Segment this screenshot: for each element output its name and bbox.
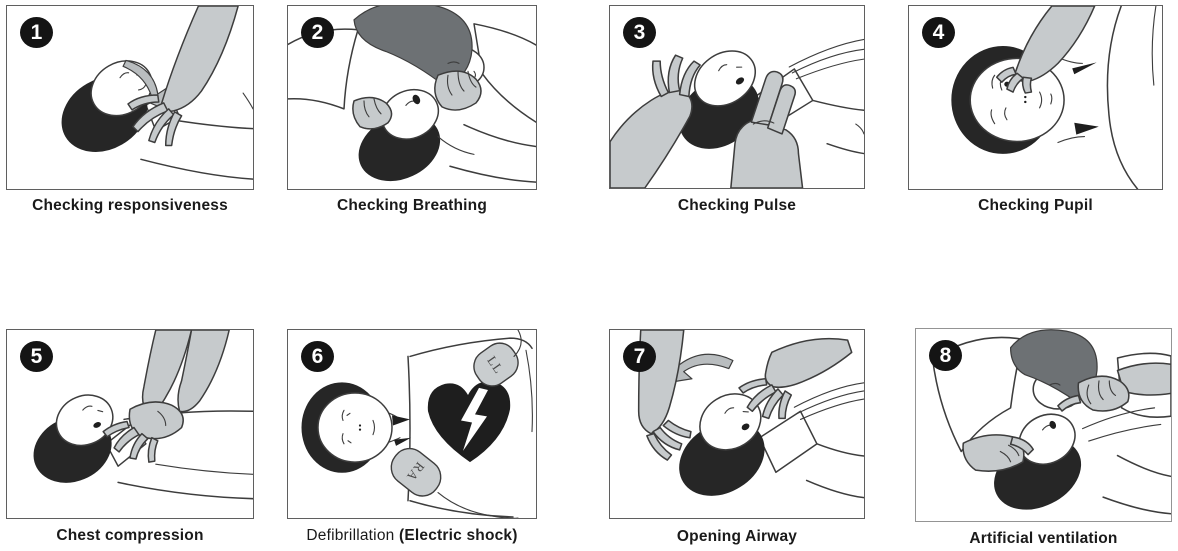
step-3-illustration [610,38,864,188]
step-panel-2: 2 [287,5,537,190]
step-5-illustration [33,330,253,500]
rescuer-body [288,6,536,123]
aed-wire-bottom [437,492,519,518]
step-8-caption: Artificial ventilation [969,530,1118,547]
step-1-illustration [61,6,253,180]
rescuer-hand [995,6,1096,94]
step-panel-6: LL RA 6 [287,329,537,519]
patient-body [1082,407,1171,515]
step-4-badge: 4 [922,17,955,48]
step-8-number: 8 [939,344,952,367]
rescuer-right-hand [730,70,804,188]
motion-arrow-icon [665,353,734,384]
step-6-caption-bold: (Electric shock) [398,527,518,544]
step-4-illustration [951,6,1157,189]
shocked-heart-icon [427,381,511,463]
step-5-number: 5 [30,345,43,368]
step-panel-8: 8 [915,328,1172,522]
patient-head [33,394,114,483]
step-5-caption: Chest compression [56,527,204,544]
aed-pad-ll: LL [473,342,519,387]
step-1-badge: 1 [20,17,53,48]
step-2-number: 2 [311,21,324,44]
step-3-number: 3 [633,21,646,44]
rescuer-arm [127,6,239,147]
rescuer-hands [352,70,482,130]
step-7-badge: 7 [623,341,656,372]
patient-head [358,88,441,182]
step-6-badge: 6 [301,341,334,372]
rescuer-arms [102,330,230,463]
step-6-caption: Defibrillation (Electric shock) [287,527,537,545]
step-4-caption: Checking Pupil [978,197,1093,214]
patient-body [1057,6,1157,189]
step-3-caption: Checking Pulse [677,197,797,214]
step-2-caption: Checking Breathing [336,197,487,214]
aed-wire-top [513,330,522,357]
step-3-badge: 3 [623,17,656,48]
step-5-badge: 5 [20,341,53,372]
step-1-number: 1 [30,21,43,44]
step-6-number: 6 [311,345,324,368]
step-8-badge: 8 [929,340,962,371]
step-6-caption-normal: Defibrillation [306,527,399,544]
lightning-bolt-icon [461,387,488,451]
patient-head [679,393,765,496]
rescuer-left-hand [610,54,701,188]
patient-body [437,123,536,183]
rescuer-neck-hand [962,434,1034,472]
patient-head [301,382,393,473]
step-panel-4: 4 [908,5,1163,190]
step-7-number: 7 [633,345,646,368]
step-1-caption: Checking responsiveness [32,197,228,214]
step-6-illustration: LL RA [301,330,533,518]
step-2-illustration [288,6,536,183]
patient-body [758,382,864,499]
step-2-badge: 2 [301,17,334,48]
step-8-illustration [931,329,1171,515]
step-panel-1: 1 [6,5,254,190]
step-4-number: 4 [932,21,945,44]
step-panel-5: 5 [6,329,254,519]
step-panel-3: 3 [609,5,865,189]
rescuer-right-hand [738,337,853,420]
aed-pad-ra: RA [390,447,442,497]
step-panel-7: 7 [609,329,865,519]
rescuer-pinch-hand [1057,362,1171,412]
step-7-caption: Opening Airway [676,528,798,545]
